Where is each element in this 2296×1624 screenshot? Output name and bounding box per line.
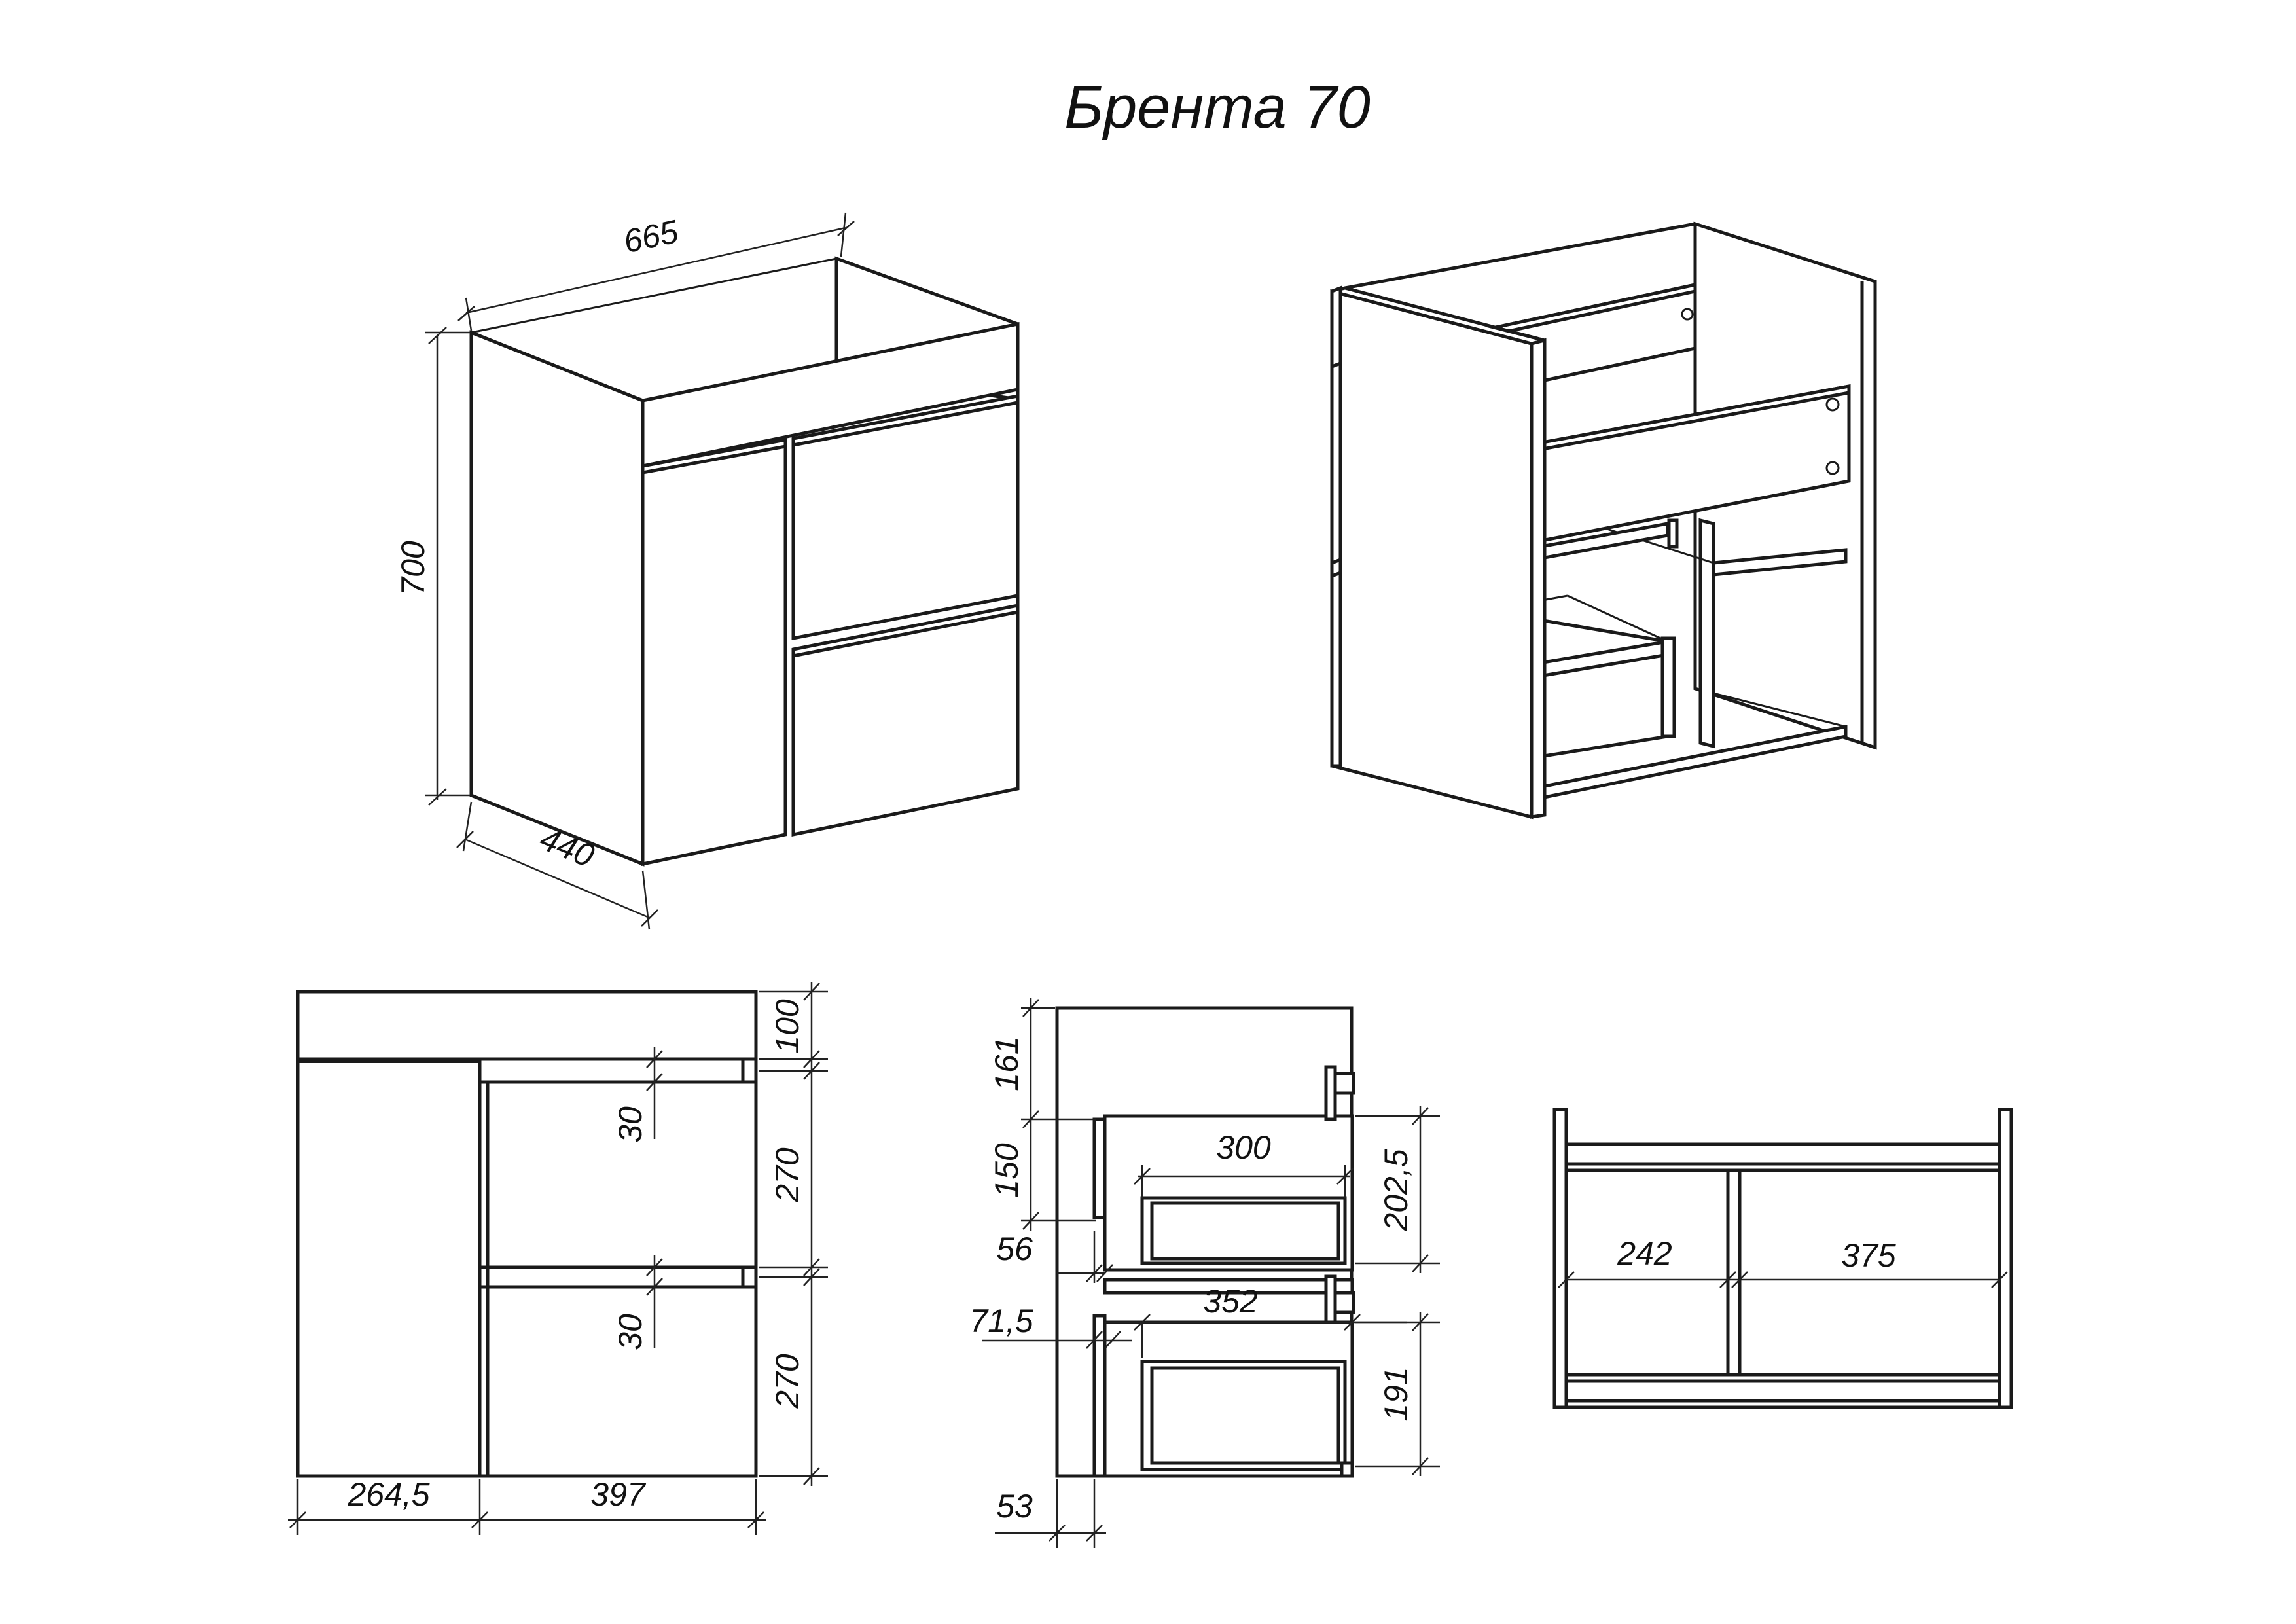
dim-gap-lower-30: 30: [612, 1314, 649, 1350]
dim-gap-upper-30: 30: [612, 1106, 649, 1143]
dim-lower-drawer-191: 191: [1378, 1367, 1414, 1421]
dim-drawer-lower-270: 270: [769, 1354, 806, 1409]
dim-offset-71-5: 71,5: [969, 1303, 1033, 1339]
dim-upper-drawer-300: 300: [1216, 1129, 1271, 1166]
dim-door-264-5: 264,5: [347, 1476, 429, 1513]
drawing-title: Брента 70: [1064, 74, 1371, 141]
dim-offset-56: 56: [996, 1231, 1033, 1267]
dim-height-700: 700: [395, 541, 431, 596]
dim-plan-375: 375: [1841, 1237, 1896, 1274]
dim-side-161: 161: [988, 1036, 1025, 1091]
dim-top-100: 100: [769, 999, 806, 1054]
dim-lower-drawer-352: 352: [1203, 1283, 1258, 1320]
dim-drawers-397: 397: [590, 1476, 647, 1513]
dim-drawer-upper-270: 270: [769, 1147, 806, 1203]
dim-plan-242: 242: [1617, 1235, 1672, 1272]
plan-view: 242 375: [1552, 1108, 2013, 1409]
dim-side-150: 150: [988, 1143, 1025, 1198]
side-section: 161 150 56 71,5 53 300 352: [969, 998, 1440, 1548]
dim-upper-drawer-202-5: 202,5: [1378, 1149, 1414, 1231]
iso-back-view: [1330, 221, 1877, 820]
front-elevation: 100 270 270 30 30 264,5 397: [288, 982, 828, 1535]
dim-width-665: 665: [620, 213, 681, 260]
iso-front-view: 665 700 440: [395, 212, 1020, 930]
dim-bottom-53: 53: [996, 1488, 1033, 1525]
